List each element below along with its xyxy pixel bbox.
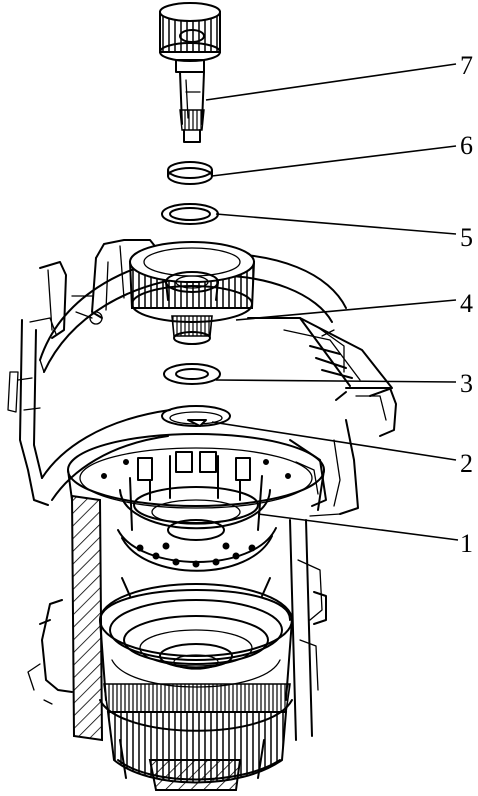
leader-line-3 — [215, 379, 457, 383]
leader-line-4 — [235, 299, 457, 321]
clutch-piston-assembly — [99, 577, 293, 713]
leader-lines — [205, 63, 459, 541]
part-4-sun-gear — [128, 241, 256, 345]
callout-labels: 1 2 3 4 5 6 7 — [460, 51, 473, 558]
part-6-o-ring — [167, 161, 213, 185]
leader-line-6 — [211, 145, 457, 177]
callout-5: 5 — [460, 223, 473, 252]
callout-2: 2 — [460, 449, 473, 478]
leader-line-7 — [205, 63, 457, 101]
leader-line-1 — [257, 513, 459, 541]
callout-1: 1 — [460, 529, 473, 558]
part-1-planet-carrier — [67, 433, 325, 572]
part-3-thrust-washer — [163, 363, 221, 385]
callout-3: 3 — [460, 369, 473, 398]
leader-line-2 — [211, 421, 457, 461]
part-5-washer — [161, 203, 219, 225]
lower-case — [27, 494, 327, 791]
part-2-snap-ring — [161, 405, 231, 427]
callout-7: 7 — [460, 51, 473, 80]
callout-6: 6 — [460, 131, 473, 160]
callout-4: 4 — [460, 289, 473, 318]
part-7-input-shaft — [159, 2, 221, 143]
leader-line-5 — [215, 213, 457, 235]
